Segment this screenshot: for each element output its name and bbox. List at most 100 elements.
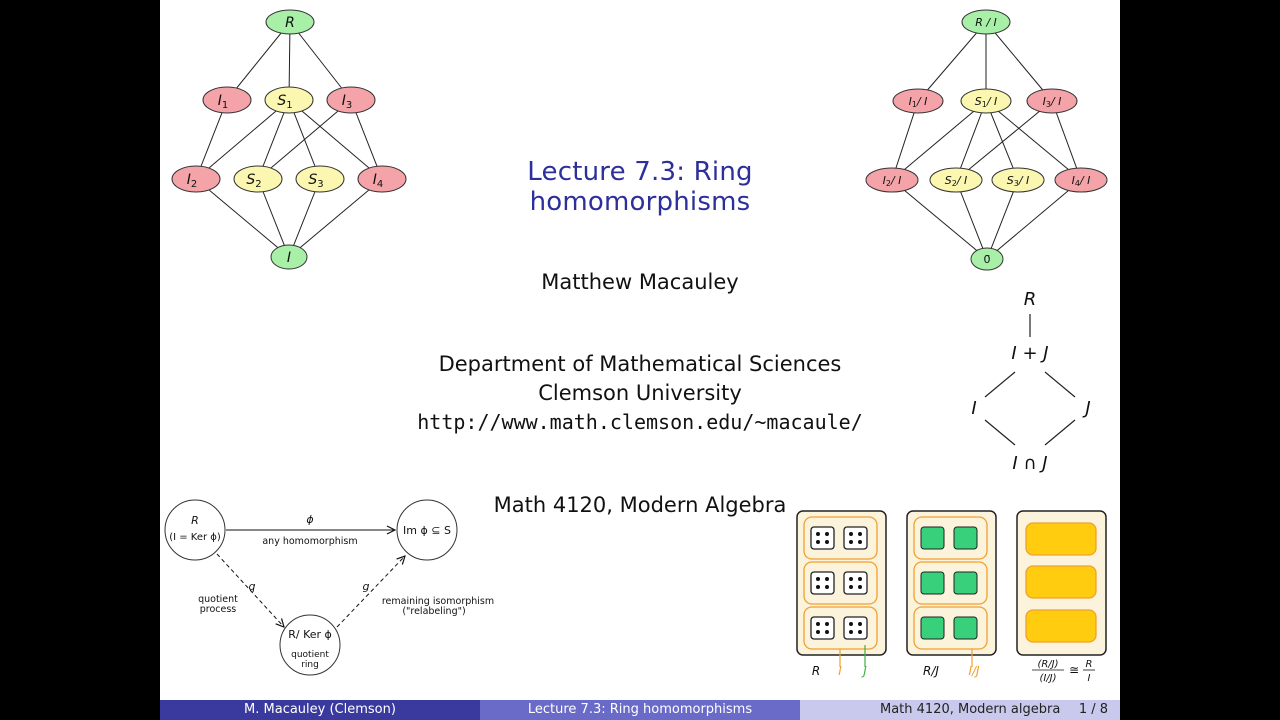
die-pip [825,577,829,581]
svg-text:I: I [287,250,291,266]
svg-text:S1: S1 [277,93,292,111]
author-name: Matthew Macauley [541,270,739,294]
footer-author: M. Macauley (Clemson) [160,700,480,720]
lattice-node-S2 [233,165,283,193]
ideal-diamond-lattice: R I + J I J I ∩ J [971,289,1090,474]
dice-group [810,526,868,640]
node-R [164,499,226,561]
svg-text:I: I [1088,673,1091,684]
footer-course-section: Math 4120, Modern algebra 1 / 8 [800,700,1120,720]
quotient-boxes: R I J R/J I/J [796,510,1107,684]
svg-text:(R/J): (R/J) [1037,659,1058,670]
svg-text:≅: ≅ [1069,663,1079,677]
svg-text:I2: I2 [187,172,198,190]
die-pip [816,630,820,634]
svg-text:R: R [285,15,295,31]
svg-text:quotient: quotient [198,594,238,605]
svg-text:I4: I4 [373,172,384,190]
lattice-node-S3 [295,165,345,193]
die-pip [858,540,862,544]
node-quotient [279,614,341,676]
svg-text:S1/ I: S1/ I [975,95,998,109]
die-1-0 [810,571,835,595]
die-pip [849,630,853,634]
svg-text:S2: S2 [246,172,261,190]
die-pip [849,622,853,626]
svg-text:I1: I1 [218,93,229,111]
svg-text:g: g [363,580,370,593]
arrow-g [336,556,405,628]
department: Department of Mathematical Sciences [438,352,842,376]
qlattice-node-S1 [960,88,1012,114]
svg-text:I4/ I: I4/ I [1072,174,1091,188]
die-0-0 [810,526,835,550]
svg-text:I2/ I: I2/ I [883,174,902,188]
die-pip [825,622,829,626]
svg-text:I1/ I: I1/ I [909,95,928,109]
beamer-footer: M. Macauley (Clemson) Lecture 7.3: Ring … [160,700,1120,720]
box-R [796,510,887,656]
svg-text:R: R [1086,659,1093,670]
die-pip [825,532,829,536]
footer-course: Math 4120, Modern algebra [880,702,1061,717]
die-pip [858,585,862,589]
svg-text:process: process [200,604,237,615]
die-pip [816,540,820,544]
quotient-lattice-right: R / I I1/ I S1/ I I3/ I I2/ I S2/ I S3/ … [865,9,1108,271]
qlattice-node-I2 [865,167,919,193]
arrow-q [216,553,284,627]
die-pip [816,577,820,581]
svg-text:S2/ I: S2/ I [945,174,968,188]
svg-text:Im ϕ ⊆ S: Im ϕ ⊆ S [403,524,451,537]
lattice-node-I1 [202,86,252,114]
svg-text:R: R [1024,289,1037,310]
isomorphism-formula: (R/J) (I/J) ≅ R I [1032,659,1095,684]
die-pip [849,577,853,581]
die-pip [858,532,862,536]
die-pip [825,630,829,634]
die-1-1 [843,571,868,595]
svg-text:S3: S3 [308,172,323,190]
svg-text:ϕ: ϕ [306,513,313,526]
die-pip [849,532,853,536]
svg-text:J: J [861,664,867,678]
lattice-left-edges [195,21,383,258]
lattice-node-R [265,9,315,35]
svg-text:q: q [249,580,256,593]
lattice-node-S1 [264,86,314,114]
footer-page-number: 1 / 8 [1078,702,1108,717]
svg-text:R/ Ker ϕ: R/ Ker ϕ [288,628,332,641]
die-pip [849,585,853,589]
die-pip [816,622,820,626]
svg-text:J: J [1082,398,1090,419]
svg-text:quotient: quotient [291,650,329,660]
svg-text:I3/ I: I3/ I [1043,95,1062,109]
qlattice-node-I4 [1054,167,1108,193]
svg-text:("relabeling"): ("relabeling") [402,606,465,617]
lattice-node-I4 [357,165,407,193]
university: Clemson University [538,381,742,405]
slide: R I1 S1 I3 I2 S2 S3 I4 I [160,0,1120,720]
qlattice-node-I3 [1026,88,1078,114]
box-double-quotient [1016,510,1107,656]
die-pip [825,540,829,544]
slide-title: Lecture 7.3: Ring homomorphisms [527,157,753,217]
box-R-mod-J [906,510,997,656]
node-image [396,499,458,561]
svg-text:ring: ring [301,660,319,670]
svg-text:(I = Ker ϕ): (I = Ker ϕ) [169,532,221,543]
svg-text:I ∩ J: I ∩ J [1012,453,1047,474]
qlattice-node-zero [970,247,1004,271]
svg-text:0̄: 0̄ [984,253,991,266]
svg-text:any homomorphism: any homomorphism [262,536,357,547]
isomorphism-diagram: R (I = Ker ϕ) Im ϕ ⊆ S R/ Ker ϕ quotient… [164,499,494,676]
course-name: Math 4120, Modern Algebra [493,493,787,517]
die-pip [858,577,862,581]
homepage-url[interactable]: http://www.math.clemson.edu/~macaule/ [417,410,863,434]
die-pip [816,532,820,536]
die-2-1 [843,616,868,640]
qlattice-node-I1 [892,88,944,114]
die-0-1 [843,526,868,550]
svg-text:(I/J): (I/J) [1039,673,1056,684]
svg-text:R / I: R / I [975,16,997,29]
